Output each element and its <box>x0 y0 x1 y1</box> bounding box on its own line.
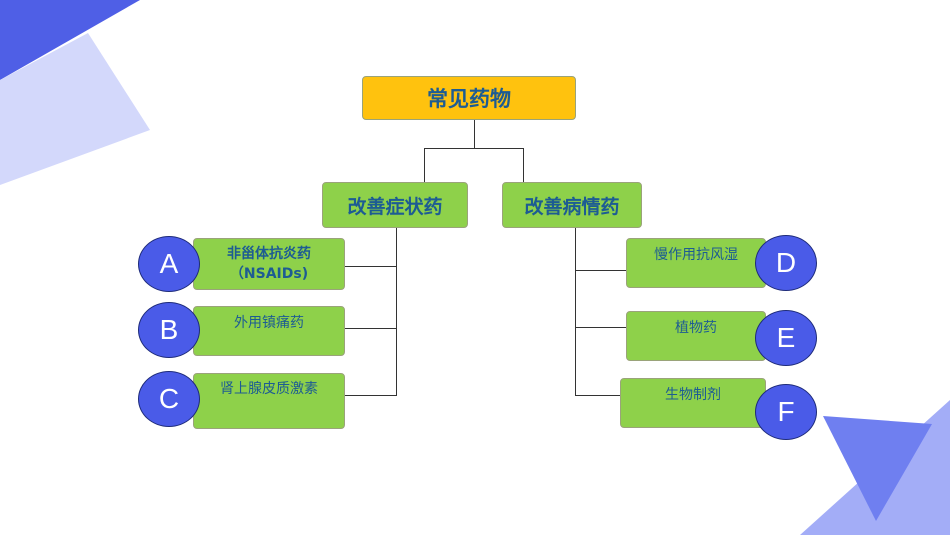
connector-left-c <box>344 395 397 396</box>
badge-c: C <box>138 371 200 427</box>
category-right-label: 改善病情药 <box>524 195 620 218</box>
connector-right-trunk <box>575 228 576 396</box>
leaf-slow-acting-antirheumatic: 慢作用抗风湿 <box>626 238 766 288</box>
connector-to-left-category <box>424 148 425 182</box>
top-left-dark-triangle <box>0 0 140 80</box>
connector-right-f <box>575 395 621 396</box>
top-left-light-shape <box>0 33 150 185</box>
badge-e-letter: E <box>776 322 796 353</box>
leaf-nsaids: 非甾体抗炎药 （NSAIDs) <box>193 238 345 290</box>
badge-f: F <box>755 384 817 440</box>
badge-d: D <box>755 235 817 291</box>
connector-to-right-category <box>523 148 524 182</box>
connector-right-e <box>575 327 627 328</box>
leaf-a-line2: （NSAIDs) <box>229 266 309 282</box>
bottom-right-dark-triangle <box>823 416 932 521</box>
badge-c-letter: C <box>158 383 180 414</box>
badge-f-letter: F <box>777 396 795 427</box>
connector-right-d <box>575 270 627 271</box>
badge-a: A <box>138 236 200 292</box>
leaf-botanical-drugs: 植物药 <box>626 311 766 361</box>
leaf-e-label: 植物药 <box>675 320 717 336</box>
category-symptom-relief: 改善症状药 <box>322 182 468 228</box>
leaf-f-label: 生物制剂 <box>665 387 721 403</box>
badge-d-letter: D <box>775 247 797 278</box>
leaf-b-label: 外用镇痛药 <box>234 315 304 331</box>
connector-left-trunk <box>396 228 397 396</box>
leaf-c-label: 肾上腺皮质激素 <box>220 381 318 397</box>
connector-left-b <box>344 328 397 329</box>
leaf-biologics: 生物制剂 <box>620 378 766 428</box>
badge-e: E <box>755 310 817 366</box>
leaf-a-line1: 非甾体抗炎药 <box>227 246 311 262</box>
root-label: 常见药物 <box>427 87 511 111</box>
badge-a-letter: A <box>159 248 179 279</box>
leaf-corticosteroids: 肾上腺皮质激素 <box>193 373 345 429</box>
connector-root-bar <box>424 148 524 149</box>
category-disease-modifying: 改善病情药 <box>502 182 642 228</box>
leaf-d-label: 慢作用抗风湿 <box>654 247 738 263</box>
badge-b-letter: B <box>159 314 179 345</box>
connector-left-a <box>344 266 397 267</box>
badge-b: B <box>138 302 200 358</box>
root-node: 常见药物 <box>362 76 576 120</box>
connector-root-down <box>474 120 475 148</box>
category-left-label: 改善症状药 <box>347 195 443 218</box>
leaf-topical-analgesics: 外用镇痛药 <box>193 306 345 356</box>
